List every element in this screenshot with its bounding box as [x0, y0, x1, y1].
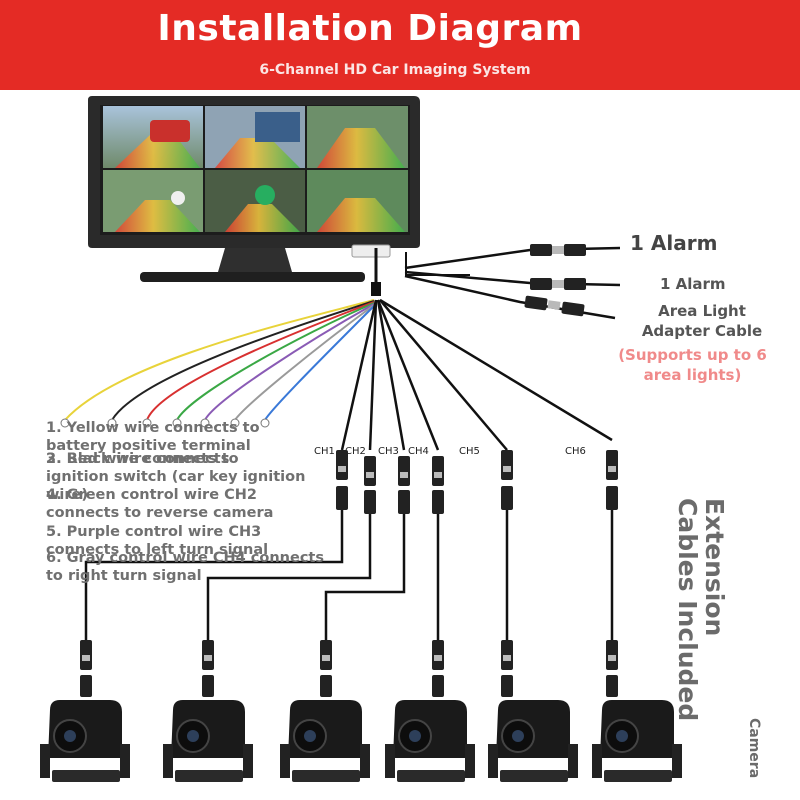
- wire-note-2: 2. Black wire connects: [46, 451, 230, 467]
- alarm-cables: [404, 244, 621, 320]
- wire-note-5: 5. Purple control wire CH3 connects to l…: [46, 524, 269, 558]
- channel-label: CH3: [378, 446, 399, 457]
- monitor-screen: [103, 106, 408, 232]
- camera-label: Camera: [746, 718, 762, 779]
- camera-3: [280, 700, 370, 782]
- wire-note-1: 1. Yellow wire connects to battery posit…: [46, 420, 260, 454]
- extension-cables-label: Extension Cables Included: [673, 498, 729, 722]
- cameras: [40, 700, 682, 782]
- camera-5: [488, 700, 578, 782]
- channel-connectors: [336, 450, 618, 514]
- alarm-label-1: 1 Alarm: [630, 231, 718, 255]
- channel-label: CH5: [459, 446, 480, 457]
- channel-label: CH6: [565, 446, 586, 457]
- page-subtitle: 6-Channel HD Car Imaging System: [259, 62, 531, 78]
- extension-cables: [84, 510, 614, 640]
- camera-connectors: [80, 640, 618, 697]
- area-light-note: (Supports up to 6 area lights): [618, 346, 767, 384]
- channel-cables: [340, 298, 613, 451]
- channel-label: CH4: [408, 446, 429, 457]
- alarm-label-2: 1 Alarm: [660, 275, 726, 293]
- page-title: Installation Diagram: [157, 8, 583, 49]
- channel-label: CH1: [314, 446, 335, 457]
- wire-note-6: 6. Gray control wire CH4 connects to rig…: [46, 550, 324, 584]
- camera-6: [592, 700, 682, 782]
- control-wires: [60, 299, 375, 428]
- monitor: [88, 96, 420, 282]
- area-light-label: Area Light Adapter Cable: [641, 302, 763, 340]
- channel-label: CH2: [345, 446, 366, 457]
- header-banner: [0, 0, 800, 90]
- wire-note-3: 3. Red wire connects to ignition switch …: [46, 451, 306, 503]
- camera-4: [385, 700, 475, 782]
- wire-note-4: 4. Green control wire CH2 connects to re…: [46, 487, 274, 521]
- camera-2: [163, 700, 253, 782]
- camera-1: [40, 700, 130, 782]
